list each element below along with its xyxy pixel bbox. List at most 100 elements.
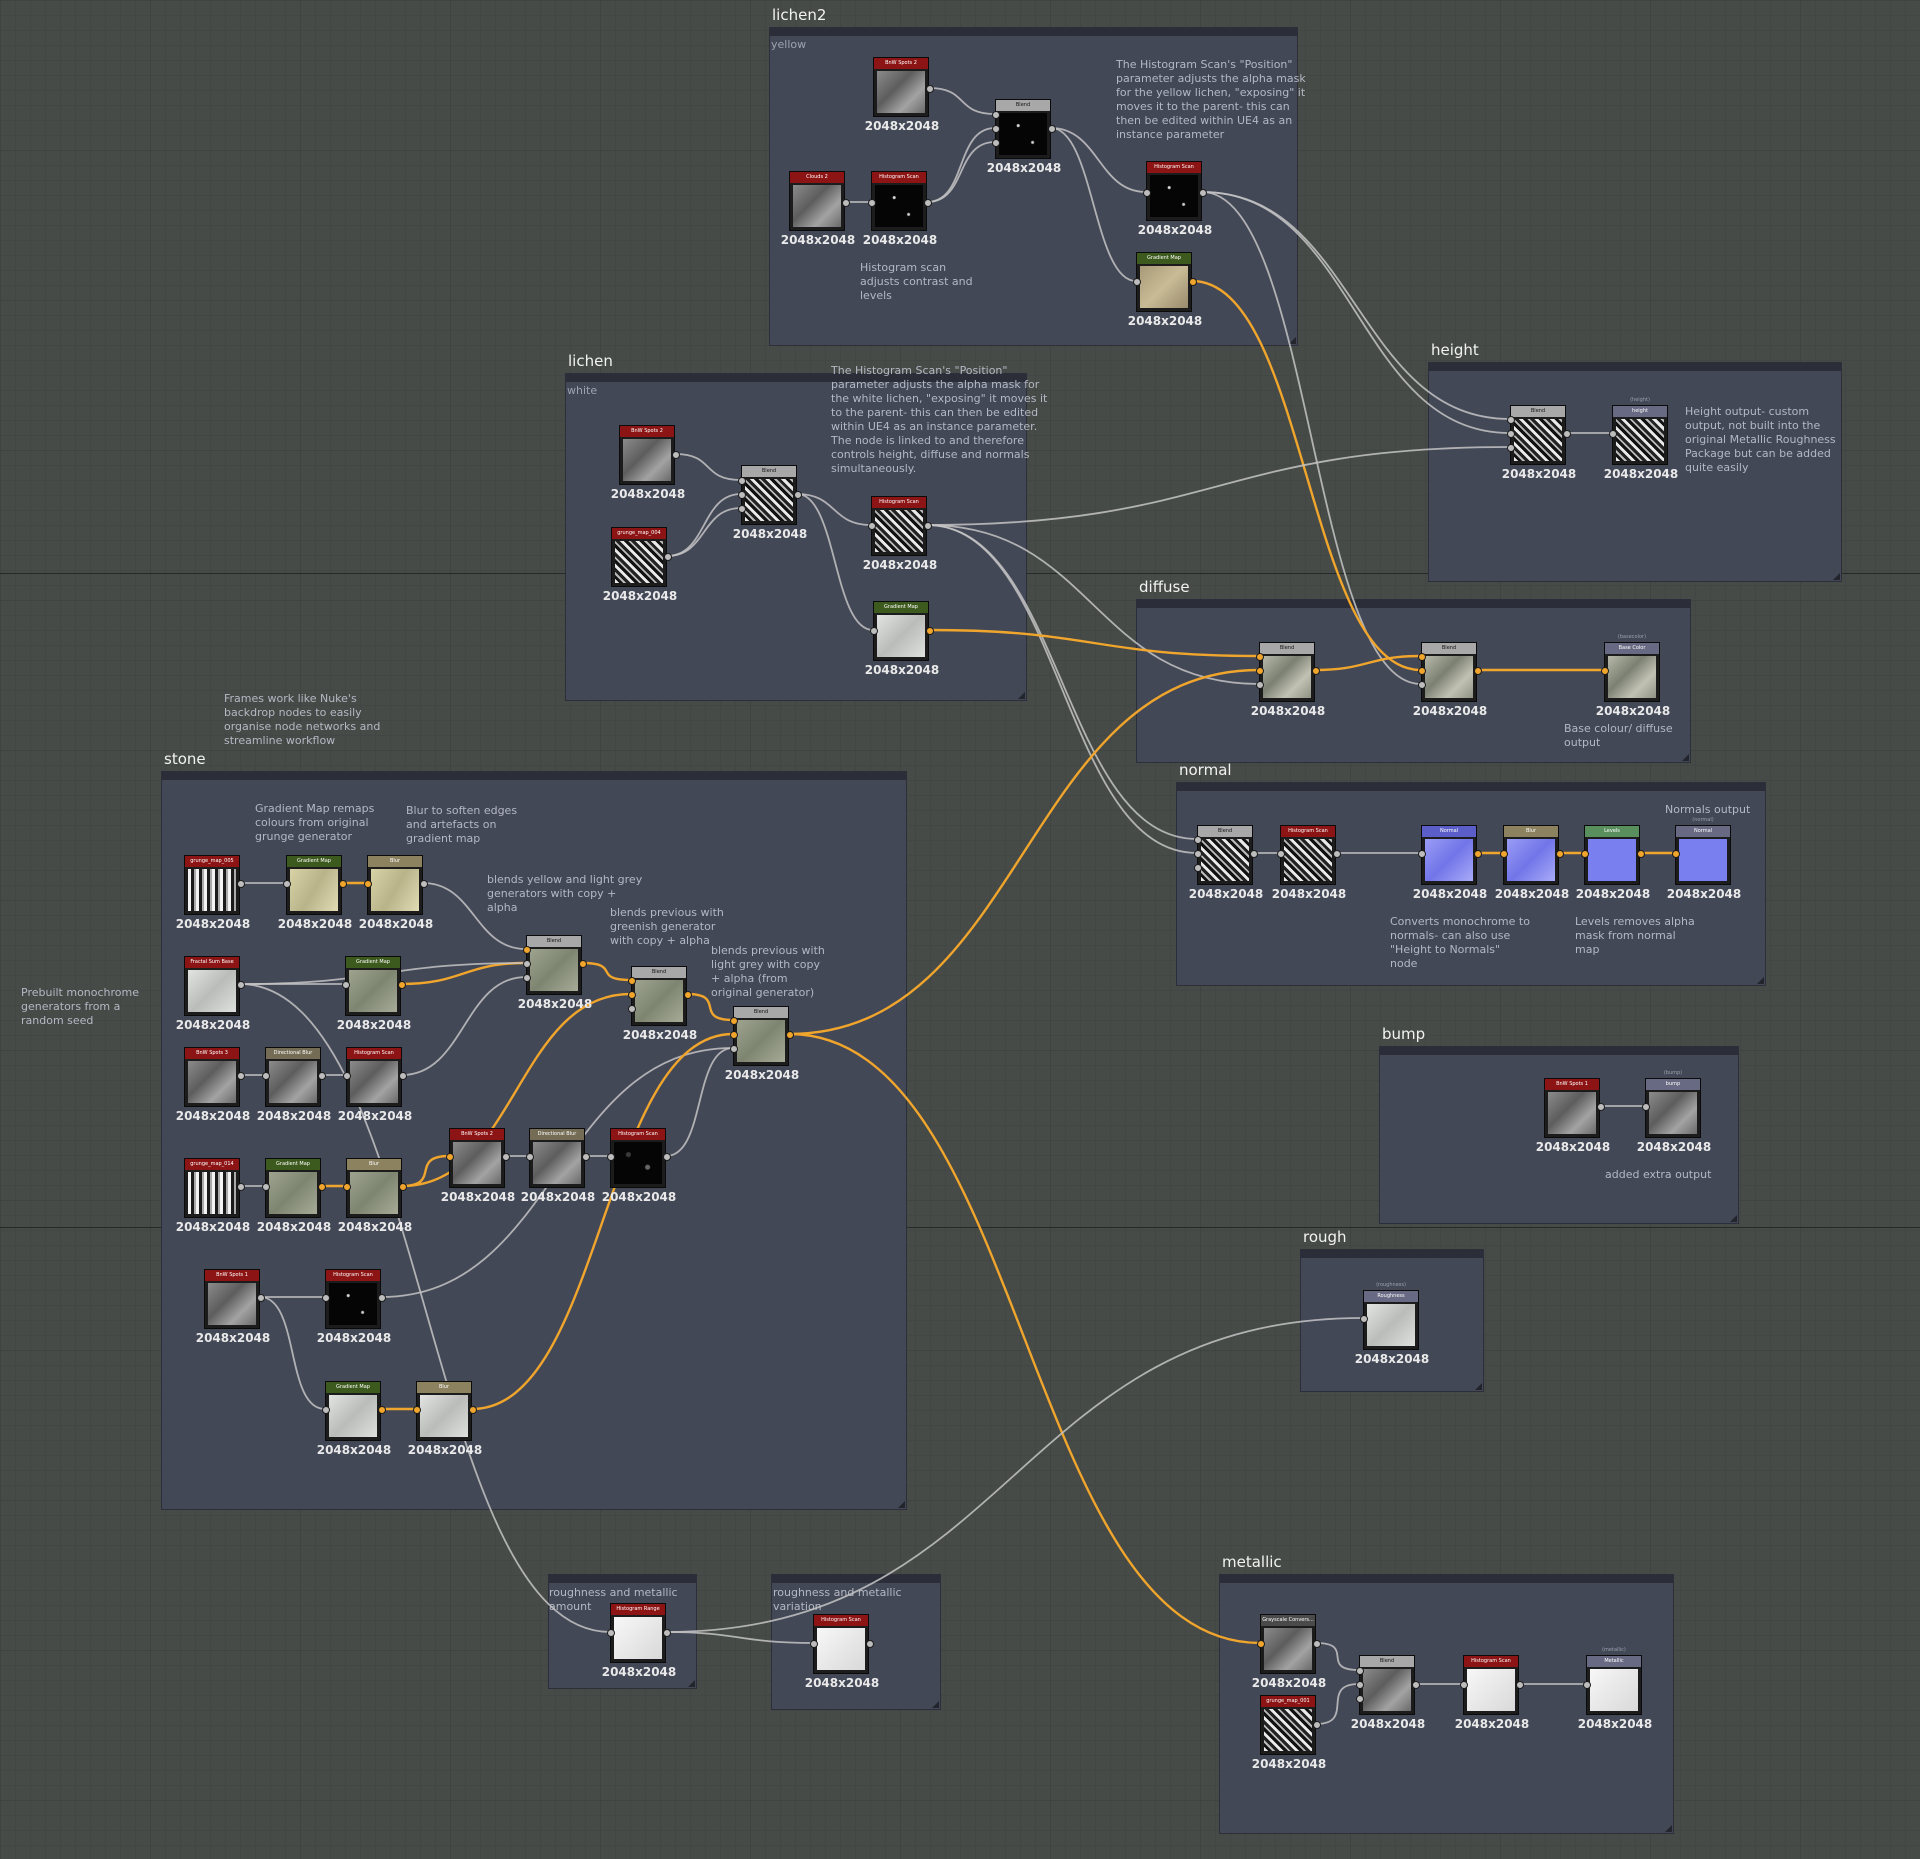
node-header[interactable]: Grayscale Convers... (1261, 1615, 1315, 1626)
input-port[interactable] (738, 477, 746, 485)
node-header[interactable]: grunge_map_004 (612, 528, 666, 539)
output-port[interactable] (866, 1640, 874, 1648)
output-port[interactable] (237, 1072, 245, 1080)
output-port[interactable] (237, 981, 245, 989)
input-port[interactable] (364, 880, 372, 888)
output-port[interactable] (399, 1072, 407, 1080)
node-header[interactable]: Fractal Sum Base (185, 957, 239, 968)
node-header[interactable]: Blur (347, 1159, 401, 1170)
frame-header-bar[interactable] (162, 772, 906, 780)
comment-frames[interactable]: Frames work like Nuke's backdrop nodes t… (224, 692, 381, 747)
output-port[interactable] (1312, 667, 1320, 675)
input-port[interactable] (628, 991, 636, 999)
input-port[interactable] (1133, 278, 1141, 286)
input-port[interactable] (1609, 430, 1617, 438)
node-header[interactable]: Directional Blur (530, 1129, 584, 1140)
output-port[interactable] (398, 981, 406, 989)
input-port[interactable] (628, 977, 636, 985)
frame-resize-handle[interactable] (1833, 573, 1840, 580)
node-header[interactable]: grunge_map_001 (1261, 1696, 1315, 1707)
comment-prebuilt[interactable]: Prebuilt monochrome generators from a ra… (21, 986, 140, 1027)
output-port[interactable] (579, 960, 587, 968)
output-port[interactable] (1313, 1721, 1321, 1729)
node-header[interactable]: Histogram Scan (611, 1129, 665, 1140)
frame-resize-handle[interactable] (932, 1701, 939, 1708)
node-header[interactable]: Histogram Range (611, 1604, 665, 1615)
node-header[interactable]: Histogram Scan (1147, 162, 1201, 173)
node-header[interactable]: Gradient Map (346, 957, 400, 968)
node-header[interactable]: Gradient Map (874, 602, 928, 613)
frame-header-bar[interactable] (1137, 600, 1690, 608)
comment-levels[interactable]: Levels removes alpha mask from normal ma… (1575, 915, 1695, 956)
input-port[interactable] (446, 1153, 454, 1161)
output-port[interactable] (924, 199, 932, 207)
output-port[interactable] (1313, 1640, 1321, 1648)
comment-normals-output[interactable]: Normals output (1665, 803, 1751, 816)
input-port[interactable] (992, 111, 1000, 119)
frame-resize-handle[interactable] (1665, 1825, 1672, 1832)
frame-resize-handle[interactable] (1682, 754, 1689, 761)
comment-lichen2-histogram[interactable]: Histogram scan adjusts contrast and leve… (860, 261, 973, 302)
node-header[interactable]: Metallic (1587, 1656, 1641, 1667)
output-port[interactable] (237, 880, 245, 888)
frame-header-bar[interactable] (1429, 363, 1841, 371)
input-port[interactable] (628, 1005, 636, 1013)
frame-resize-handle[interactable] (1289, 337, 1296, 344)
input-port[interactable] (523, 960, 531, 968)
node-header[interactable]: Blend (996, 100, 1050, 111)
input-port[interactable] (738, 491, 746, 499)
input-port[interactable] (730, 1045, 738, 1053)
output-port[interactable] (1189, 278, 1197, 286)
output-port[interactable] (1597, 1103, 1605, 1111)
comment-lichen-position[interactable]: The Histogram Scan's "Position" paramete… (831, 364, 1048, 475)
node-header[interactable]: Levels (1585, 826, 1639, 837)
node-header[interactable]: BnW Spots 1 (1545, 1079, 1599, 1090)
input-port[interactable] (1356, 1695, 1364, 1703)
comment-height-output[interactable]: Height output- custom output, not built … (1685, 405, 1836, 474)
frame-header-bar[interactable] (566, 374, 1026, 382)
input-port[interactable] (730, 1031, 738, 1039)
input-port[interactable] (526, 1153, 534, 1161)
comment-bump-extra[interactable]: added extra output (1605, 1168, 1712, 1181)
node-header[interactable]: Blend (1511, 406, 1565, 417)
output-port[interactable] (420, 880, 428, 888)
frame-resize-handle[interactable] (1475, 1383, 1482, 1390)
input-port[interactable] (1581, 850, 1589, 858)
node-header[interactable]: Histogram Scan (814, 1615, 868, 1626)
output-port[interactable] (582, 1153, 590, 1161)
node-header[interactable]: Normal (1676, 826, 1730, 837)
output-port[interactable] (318, 1183, 326, 1191)
frame-header-bar[interactable] (1220, 1575, 1673, 1583)
input-port[interactable] (1672, 850, 1680, 858)
node-header[interactable]: Histogram Scan (1281, 826, 1335, 837)
node-header[interactable]: Base Color (1605, 643, 1659, 654)
output-port[interactable] (663, 1629, 671, 1637)
input-port[interactable] (1418, 850, 1426, 858)
input-port[interactable] (868, 199, 876, 207)
node-header[interactable]: height (1613, 406, 1667, 417)
